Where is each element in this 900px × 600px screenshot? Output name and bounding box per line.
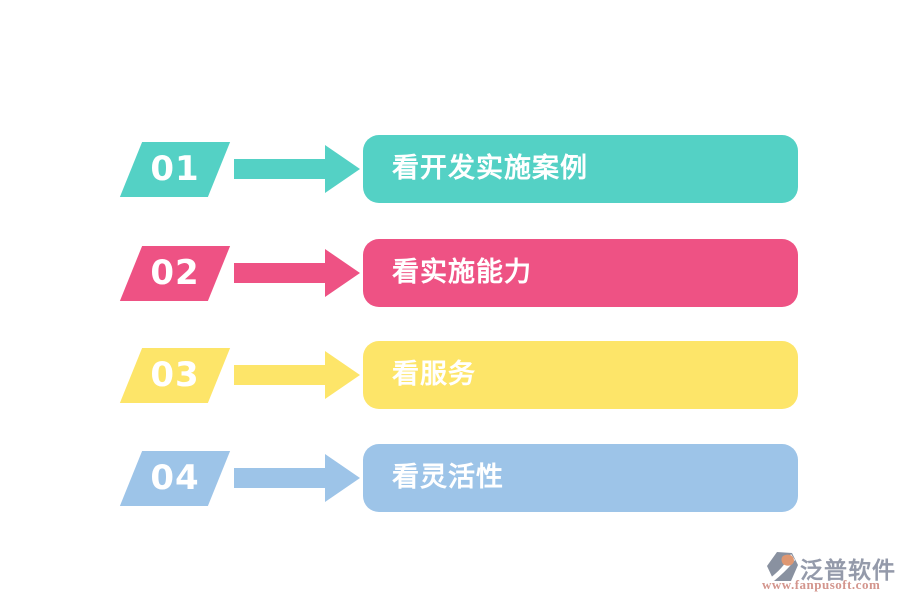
step-label: 看开发实施案例 — [392, 153, 588, 184]
arrow-icon — [234, 249, 360, 297]
step-label-bar: 看服务 — [363, 341, 798, 409]
step-number: 01 — [150, 149, 200, 189]
brand-watermark: 泛普软件 www.fanpusoft.com — [745, 548, 900, 596]
arrow-icon — [234, 454, 360, 502]
arrow-shape — [234, 145, 360, 193]
step-row-2: 02 看实施能力 — [0, 239, 900, 307]
step-row-3: 03 看服务 — [0, 341, 900, 409]
step-label-bar: 看开发实施案例 — [363, 135, 798, 203]
step-number: 03 — [150, 355, 200, 395]
step-row-4: 04 看灵活性 — [0, 444, 900, 512]
step-number: 02 — [150, 253, 200, 293]
brand-url: www.fanpusoft.com — [762, 577, 881, 592]
arrow-icon — [234, 145, 360, 193]
arrow-icon — [234, 351, 360, 399]
logo-leaf — [781, 554, 794, 566]
fanpu-logo-icon — [767, 552, 798, 581]
step-label-bar: 看实施能力 — [363, 239, 798, 307]
arrow-shape — [234, 454, 360, 502]
step-number: 04 — [150, 458, 200, 498]
arrow-shape — [234, 351, 360, 399]
step-label: 看实施能力 — [392, 257, 532, 288]
step-label: 看灵活性 — [392, 462, 504, 493]
brand-name: 泛普软件 — [800, 558, 896, 584]
step-row-1: 01 看开发实施案例 — [0, 135, 900, 203]
step-label: 看服务 — [392, 359, 476, 390]
arrow-shape — [234, 249, 360, 297]
step-label-bar: 看灵活性 — [363, 444, 798, 512]
